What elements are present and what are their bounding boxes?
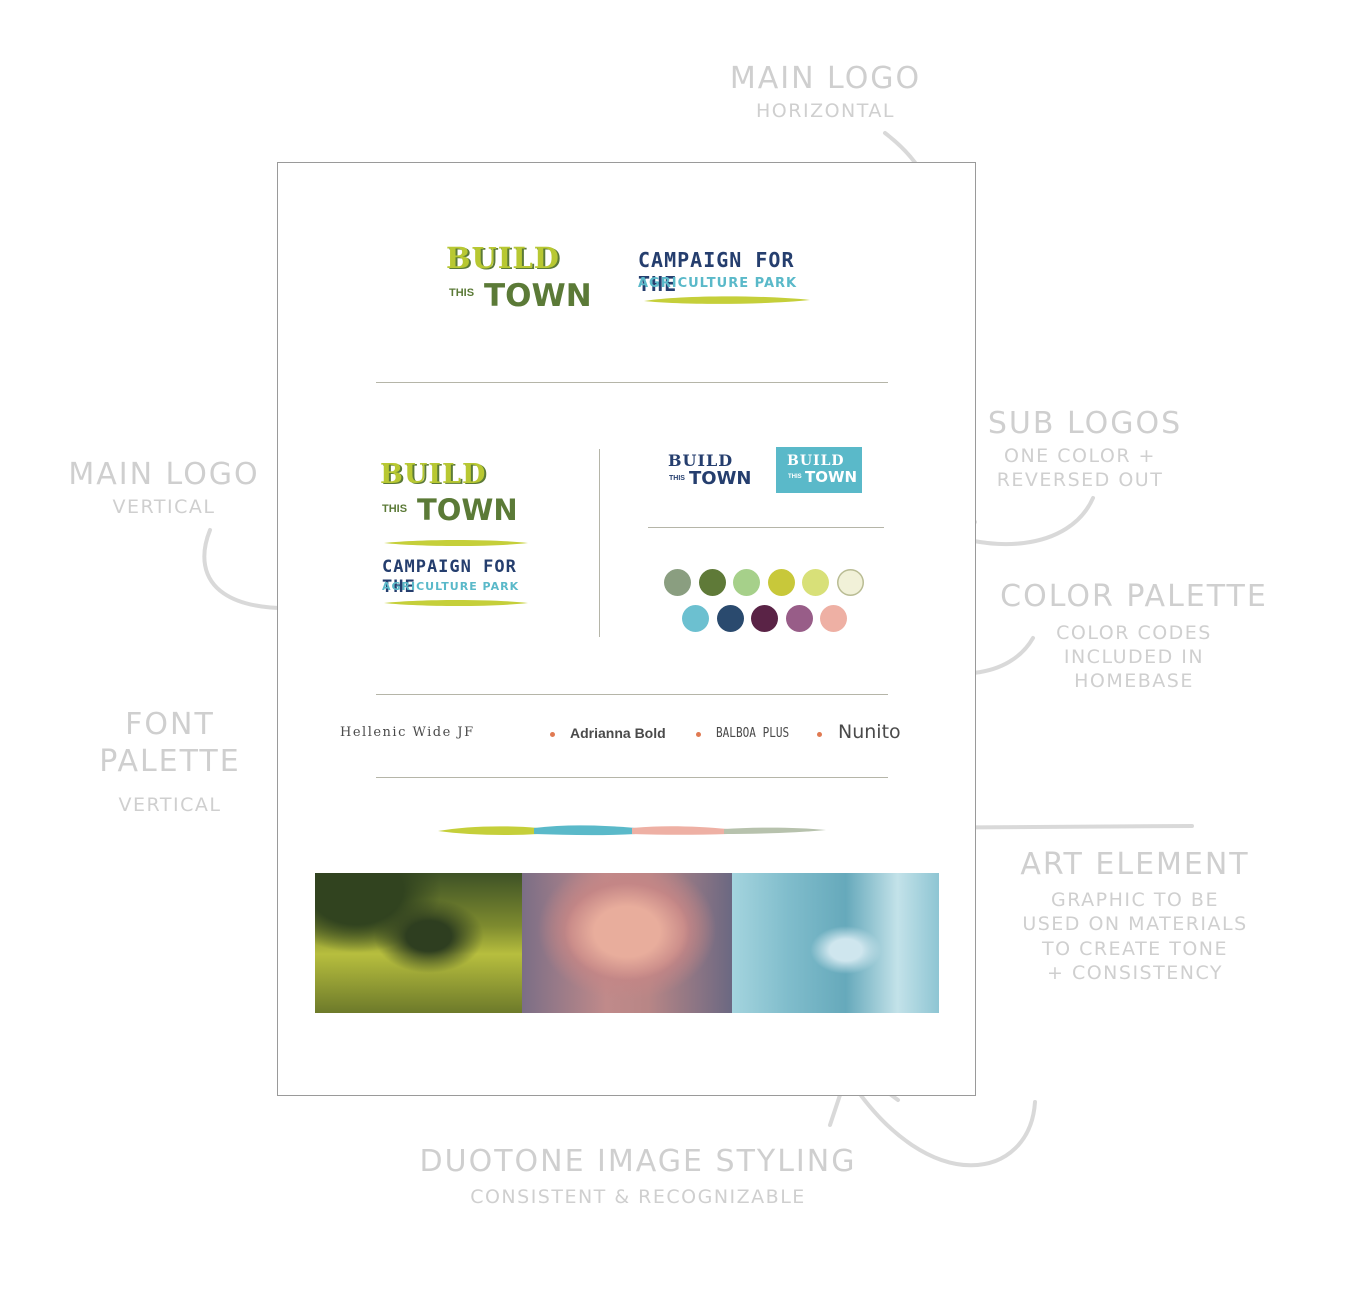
logo-this-word: THIS: [449, 287, 475, 299]
sub-logo-reversed-this-word: THIS: [788, 474, 802, 480]
annotation-art-element-sub1: GRAPHIC TO BE: [1051, 889, 1219, 911]
duotone-photo-bubbles: [732, 873, 939, 1013]
sub-logo-this-word: THIS: [669, 475, 685, 482]
sub-logo-reversed-build-word: BUILD: [787, 453, 845, 469]
sub-logo-one-color: BUILD THIS TOWN: [668, 451, 758, 491]
logo-campaign-line: CAMPAIGN FOR THE: [638, 248, 795, 296]
annotation-color-palette-sub2: INCLUDED IN: [1063, 646, 1205, 668]
duotone-photo-child: [522, 873, 732, 1013]
annotation-main-logo-horizontal-sub: HORIZONTAL: [756, 100, 895, 122]
annotation-duotone-title: DUOTONE IMAGE STYLING: [419, 1144, 857, 1179]
annotation-sub-logos-sub1: ONE COLOR +: [1004, 445, 1156, 467]
font-separator-dot-2: [696, 732, 701, 737]
annotation-duotone-sub: CONSISTENT & RECOGNIZABLE: [470, 1186, 806, 1208]
duotone-photo-park: [315, 873, 522, 1013]
divider-sub-logos: [648, 527, 884, 528]
font-sample-nunito: Nunito: [838, 721, 901, 743]
logo-vertical-brushstroke-top: [384, 540, 528, 546]
swatch-row1-3: [733, 569, 760, 596]
main-logo-vertical: BUILD THIS TOWN CAMPAIGN FOR THE AGRICUL…: [380, 459, 540, 619]
font-sample-balboa: BALBOA PLUS: [716, 726, 790, 741]
brand-sheet: BUILD THIS TOWN CAMPAIGN FOR THE AGRICUL…: [277, 162, 976, 1096]
logo-vertical-this-word: THIS: [382, 503, 408, 515]
font-separator-dot-1: [550, 732, 555, 737]
logo-vertical-build-word: BUILD: [380, 459, 487, 490]
swatch-row1-5: [802, 569, 829, 596]
sub-logo-town-word: TOWN: [689, 468, 752, 489]
swatch-row2-3: [751, 605, 778, 632]
swatch-row1-2: [699, 569, 726, 596]
color-palette: [664, 569, 874, 635]
swatch-row2-2: [717, 605, 744, 632]
logo-brushstroke: [644, 296, 810, 304]
logo-vertical-brushstroke-bottom: [384, 600, 528, 606]
main-logo-horizontal: BUILD THIS TOWN CAMPAIGN FOR THE AGRICUL…: [446, 241, 816, 314]
annotation-font-palette-sub: VERTICAL: [118, 794, 222, 816]
annotation-color-palette-sub3: HOMEBASE: [1074, 670, 1194, 692]
divider-2: [376, 694, 888, 695]
annotation-main-logo-vertical-title: MAIN LOGO: [68, 457, 260, 492]
annotation-art-element-sub4: + CONSISTENCY: [1047, 962, 1223, 984]
swatch-row2-4: [786, 605, 813, 632]
annotation-font-palette-title1: FONT: [125, 707, 215, 742]
logo-town-word: TOWN: [484, 278, 592, 314]
annotation-art-element-title: ART ELEMENT: [1020, 847, 1250, 882]
logo-vertical-town-word: TOWN: [417, 493, 518, 527]
font-sample-hellenic: Hellenic Wide JF: [340, 725, 475, 740]
arrow-duotone: [848, 1078, 1037, 1168]
logo-agriculture-line: AGRICULTURE PARK: [638, 276, 798, 291]
annotation-main-logo-horizontal-title: MAIN LOGO: [729, 61, 922, 96]
swatch-row1-6: [837, 569, 864, 596]
font-sample-adrianna: Adrianna Bold: [570, 725, 666, 741]
swatch-row2-5: [820, 605, 847, 632]
annotation-art-element-sub2: USED ON MATERIALS: [1022, 913, 1248, 935]
annotation-color-palette-title: COLOR PALETTE: [1000, 579, 1268, 614]
logo-build-word: BUILD: [446, 241, 560, 275]
divider-1: [376, 382, 888, 383]
sub-logo-build-word: BUILD: [668, 451, 734, 470]
sub-logo-reversed-town-word: TOWN: [805, 468, 858, 486]
annotation-art-element-sub3: TO CREATE TONE: [1041, 938, 1229, 960]
sub-logo-reversed: BUILD THIS TOWN: [776, 447, 862, 493]
logo-vertical-agriculture-line: AGRICULTURE PARK: [382, 580, 520, 593]
divider-3: [376, 777, 888, 778]
swatch-row1-4: [768, 569, 795, 596]
annotation-main-logo-vertical-sub: VERTICAL: [112, 496, 216, 518]
vertical-divider: [599, 449, 600, 637]
swatch-row2-1: [682, 605, 709, 632]
annotation-sub-logos-sub2: REVERSED OUT: [996, 469, 1164, 491]
art-element-brushstroke: [438, 825, 826, 836]
annotation-sub-logos-title: SUB LOGOS: [987, 406, 1183, 441]
swatch-row1-1: [664, 569, 691, 596]
annotation-color-palette-sub1: COLOR CODES: [1056, 622, 1212, 644]
annotation-font-palette-title2: PALETTE: [99, 744, 241, 779]
logo-vertical-campaign-line: CAMPAIGN FOR THE: [382, 557, 517, 597]
font-separator-dot-3: [817, 732, 822, 737]
